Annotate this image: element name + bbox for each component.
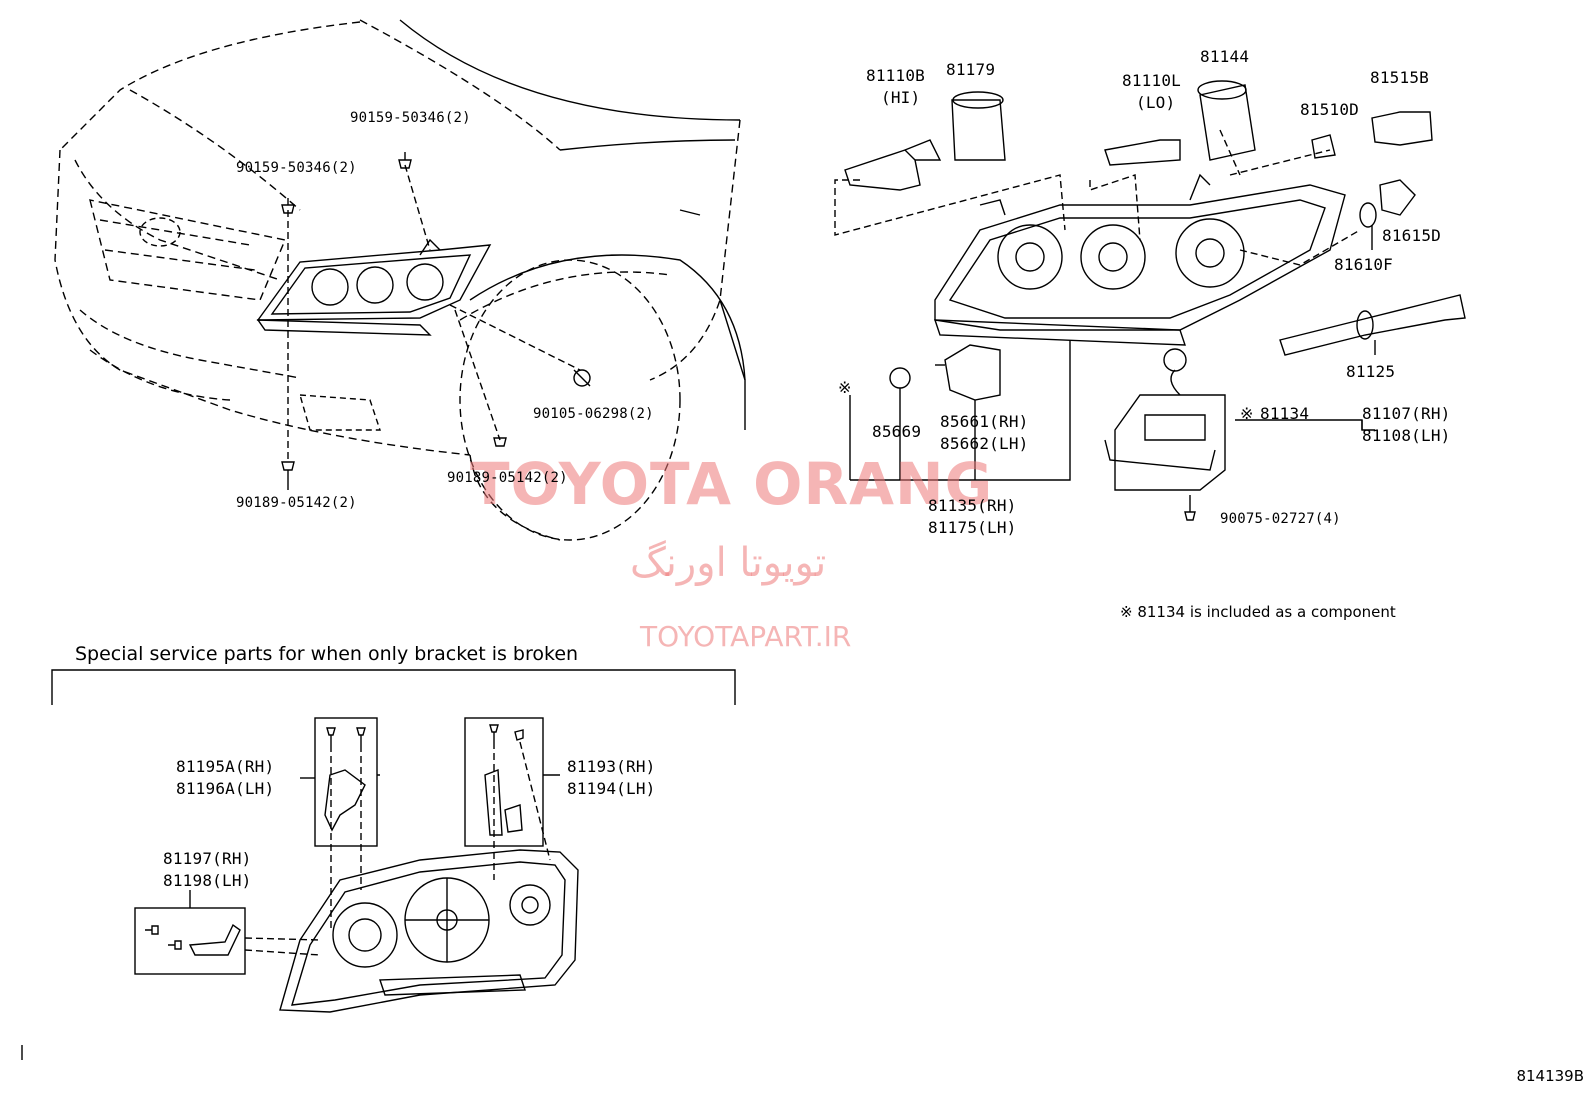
label-85661: 85661(RH): [940, 412, 1029, 431]
label-85669: 85669: [872, 422, 922, 441]
watermark-brand: TOYOTA ORANG: [470, 450, 994, 518]
label-81194: 81194(LH): [567, 779, 656, 798]
label-85662: 85662(LH): [940, 434, 1029, 453]
label-81193: 81193(RH): [567, 757, 656, 776]
label-ref-mark-2: ※: [838, 378, 852, 397]
label-81135: 81135(RH): [928, 496, 1017, 515]
label-hi: (HI): [881, 88, 921, 107]
label-81196a: 81196A(LH): [176, 779, 275, 798]
label-81198: 81198(LH): [163, 871, 252, 890]
label-81107: 81107(RH): [1362, 404, 1451, 423]
label-81144: 81144: [1200, 47, 1250, 66]
label-81195a: 81195A(RH): [176, 757, 275, 776]
label-81179: 81179: [946, 60, 996, 79]
label-81515b: 81515B: [1370, 68, 1429, 87]
label-81197: 81197(RH): [163, 849, 252, 868]
headlamp-exploded-view: [834, 80, 1466, 521]
label-81110b: 81110B: [866, 66, 925, 85]
watermark-persian: تویوتا اورنگ: [630, 540, 827, 586]
label-90075: 90075-02727(4): [1220, 511, 1341, 527]
label-90105: 90105-06298(2): [533, 406, 654, 422]
label-81134: 81134: [1260, 404, 1310, 423]
diagram-code: 814139B: [1516, 1067, 1584, 1085]
label-81610f: 81610F: [1334, 255, 1393, 274]
label-81510d: 81510D: [1300, 100, 1359, 119]
label-lo: (LO): [1136, 93, 1176, 112]
bracket-service-parts: [51, 669, 736, 1013]
label-81108: 81108(LH): [1362, 426, 1451, 445]
label-81125: 81125: [1346, 362, 1396, 381]
label-81110l: 81110L: [1122, 71, 1181, 90]
component-note: ※ 81134 is included as a component: [1120, 603, 1396, 621]
label-ref-mark: ※: [1240, 404, 1254, 423]
watermark-url: TOYOTAPART.IR: [640, 620, 852, 653]
label-90159-left: 90159-50346(2): [236, 160, 357, 176]
label-81175: 81175(LH): [928, 518, 1017, 537]
label-90189-mid: 90189-05142(2): [447, 470, 568, 486]
section-title: Special service parts for when only brac…: [75, 643, 579, 665]
label-90159-top: 90159-50346(2): [350, 110, 471, 126]
car-front-illustration: [54, 19, 746, 541]
label-90189-left: 90189-05142(2): [236, 495, 357, 511]
label-81615d: 81615D: [1382, 226, 1441, 245]
